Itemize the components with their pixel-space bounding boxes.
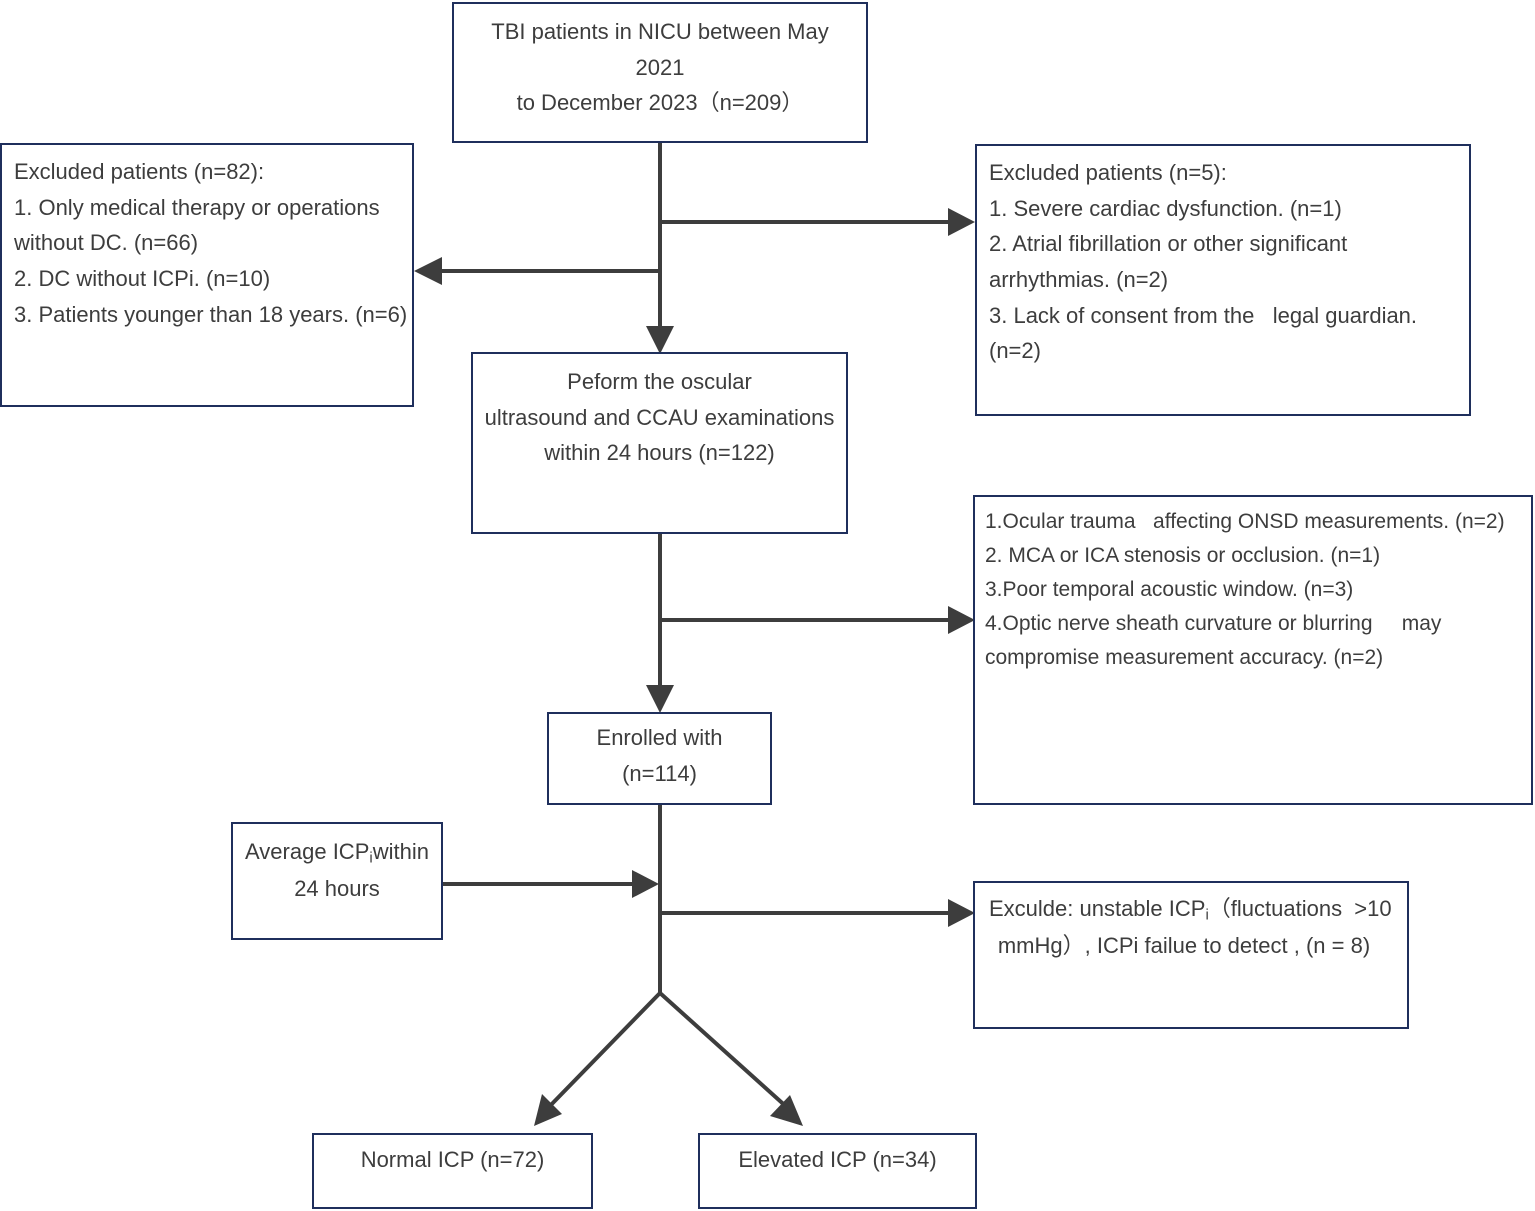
node-normal-icp[interactable]: Normal ICP (n=72) — [312, 1133, 593, 1209]
arrowhead-excluded-right-top — [948, 208, 975, 236]
excluded-left-line2: 1. Only medical therapy or operations — [14, 194, 380, 220]
node-excluded-right-mid[interactable]: 1.Ocular trauma affecting ONSD measureme… — [973, 495, 1533, 805]
enrolled-line2: (n=114) — [622, 760, 697, 786]
excluded-right-bottom-line1-b: （fluctuations >10 — [1208, 896, 1392, 921]
excluded-right-bottom-line1: Exculde: unstable ICPi（fluctuations >10 — [975, 883, 1407, 928]
node-average-icp[interactable]: Average ICPiwithin 24 hours — [231, 822, 443, 940]
excluded-right-bottom-line1-a: Exculde: unstable ICP — [989, 896, 1206, 921]
elevated-icp-label: Elevated ICP (n=34) — [738, 1147, 937, 1172]
excluded-right-top-line3: 2. Atrial fibrillation or other signific… — [989, 231, 1348, 257]
node-excluded-right-bottom[interactable]: Exculde: unstable ICPi（fluctuations >10 … — [973, 881, 1409, 1029]
excluded-right-mid-line3: 3.Poor temporal acoustic window. (n=3) — [985, 578, 1354, 602]
arrowhead-excluded-right-mid — [948, 606, 975, 634]
excluded-left-line1: Excluded patients (n=82): — [14, 159, 265, 184]
excluded-right-top-line2: 1. Severe cardiac dysfunction. (n=1) — [989, 195, 1342, 221]
excluded-left-line3: without DC. (n=66) — [14, 230, 199, 256]
perform-line3: within 24 hours (n=122) — [544, 440, 775, 466]
excluded-left-line4: 2. DC without ICPi. (n=10) — [14, 265, 271, 291]
node-excluded-right-top[interactable]: Excluded patients (n=5): 1. Severe cardi… — [975, 144, 1471, 416]
perform-line1: Peform the oscular — [567, 369, 752, 394]
node-excluded-left[interactable]: Excluded patients (n=82): 1. Only medica… — [0, 143, 414, 407]
node-elevated-icp[interactable]: Elevated ICP (n=34) — [698, 1133, 977, 1209]
average-icp-line1-b: within — [372, 839, 429, 864]
perform-line2: ultrasound and CCAU examinations — [484, 404, 835, 430]
normal-icp-label: Normal ICP (n=72) — [360, 1147, 545, 1172]
excluded-right-bottom-line2: mmHg）, ICPi failue to detect , (n = 8) — [997, 932, 1371, 958]
arrowhead-normal-icp — [534, 1094, 562, 1126]
excluded-left-line5: 3. Patients younger than 18 years. (n=6) — [14, 301, 408, 327]
average-icp-line2: 24 hours — [294, 875, 380, 901]
average-icp-line1-a: Average ICP — [245, 839, 370, 864]
excluded-right-mid-line4: 4.Optic nerve sheath curvature or blurri… — [985, 612, 1442, 636]
arrowhead-to-perform — [646, 326, 674, 354]
node-source[interactable]: TBI patients in NICU between May 2021 to… — [452, 2, 868, 143]
node-enrolled[interactable]: Enrolled with (n=114) — [547, 712, 772, 805]
arrowhead-excluded-right-bottom — [948, 899, 975, 927]
excluded-right-top-line1: Excluded patients (n=5): — [989, 160, 1227, 185]
excluded-right-top-line5: 3. Lack of consent from the legal guardi… — [989, 302, 1418, 328]
excluded-right-bottom-subscript: i — [1205, 906, 1209, 924]
excluded-right-mid-line1: 1.Ocular trauma affecting ONSD measureme… — [985, 510, 1505, 533]
node-perform-examinations[interactable]: Peform the oscular ultrasound and CCAU e… — [471, 352, 848, 534]
node-source-line2: to December 2023（n=209） — [516, 90, 804, 116]
average-icp-line1: Average ICPiwithin — [233, 824, 441, 871]
arrowhead-average-icp — [632, 870, 659, 898]
arrowhead-excluded-left — [414, 257, 442, 285]
node-source-line1: TBI patients in NICU between May 2021 — [491, 19, 835, 80]
arrowhead-to-enrolled — [646, 685, 674, 713]
edge-fork-to-elevated-icp — [658, 991, 792, 1112]
excluded-right-top-line6: (n=2) — [989, 338, 1041, 364]
edge-fork-to-normal-icp — [544, 991, 662, 1112]
arrowhead-elevated-icp — [770, 1095, 803, 1126]
average-icp-subscript: i — [369, 849, 373, 867]
excluded-right-top-line4: arrhythmias. (n=2) — [989, 266, 1169, 292]
excluded-right-mid-line5: compromise measurement accuracy. (n=2) — [985, 646, 1384, 670]
enrolled-line1: Enrolled with — [596, 725, 723, 750]
excluded-right-mid-line2: 2. MCA or ICA stenosis or occlusion. (n=… — [985, 544, 1381, 568]
